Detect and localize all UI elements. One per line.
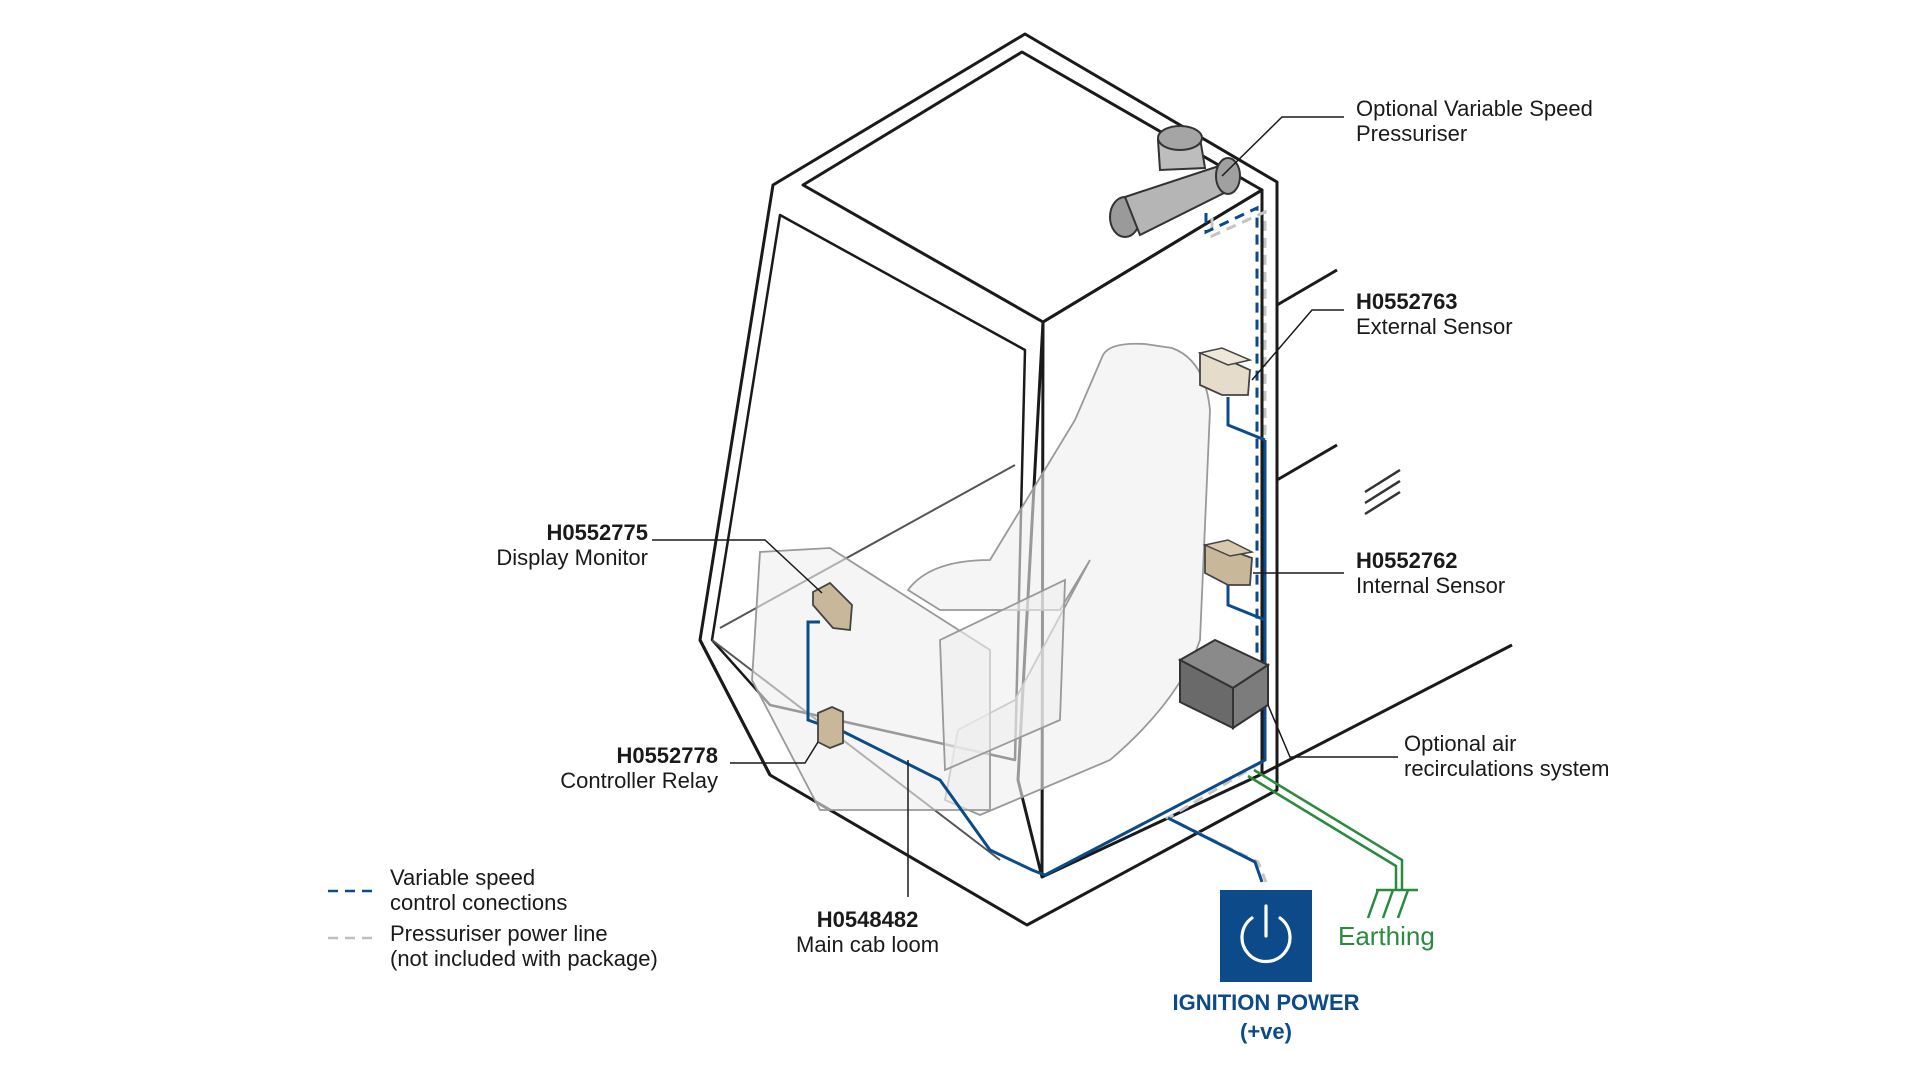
legend-power-line2: (not included with package) — [390, 946, 658, 971]
seat — [751, 342, 1211, 816]
controller-relay-box — [817, 706, 844, 749]
internal-sensor-code: H0552762 — [1356, 548, 1458, 573]
earthing-line — [1247, 768, 1418, 919]
internal-sensor-name: Internal Sensor — [1356, 573, 1506, 598]
ignition-power-box — [1220, 890, 1312, 982]
main-cab-loom-code: H0548482 — [816, 907, 919, 932]
ignition-line1: IGNITION POWER — [1172, 990, 1360, 1015]
label-internal-sensor: H0552762 Internal Sensor — [1356, 548, 1505, 598]
display-monitor-name: Display Monitor — [496, 545, 648, 570]
label-recirculation: Optional air recirculations system — [1404, 731, 1609, 781]
label-display-monitor: H0552775 Display Monitor — [496, 520, 648, 570]
ignition-line2: (+ve) — [1240, 1019, 1292, 1044]
power-icon — [1240, 904, 1292, 964]
main-cab-loom-wire — [806, 397, 1267, 883]
recirculation-box — [1177, 638, 1271, 730]
external-sensor-name: External Sensor — [1356, 314, 1513, 339]
variable-speed-line — [1204, 205, 1259, 700]
legend-item-power: Pressuriser power line (not included wit… — [390, 921, 658, 971]
legend-control-line1: Variable speed — [390, 865, 536, 890]
display-monitor-box — [812, 581, 853, 632]
pressuriser-power-line — [1164, 209, 1268, 883]
controller-relay-name: Controller Relay — [560, 768, 718, 793]
legend-power-line1: Pressuriser power line — [390, 921, 608, 946]
legend-item-control: Variable speed control conections — [390, 865, 567, 915]
label-earthing: Earthing — [1338, 921, 1435, 951]
controller-relay-code: H0552778 — [616, 743, 718, 768]
label-pressuriser: Optional Variable Speed Pressuriser — [1356, 96, 1593, 146]
recirculation-line2: recirculations system — [1404, 756, 1610, 781]
label-main-cab-loom: H0548482 Main cab loom — [796, 907, 939, 957]
external-sensor-box — [1197, 347, 1253, 396]
main-cab-loom-name: Main cab loom — [796, 932, 940, 957]
label-ignition-power: IGNITION POWER (+ve) — [1150, 988, 1382, 1046]
label-external-sensor: H0552763 External Sensor — [1356, 289, 1513, 339]
label-pressuriser-line2: Pressuriser — [1356, 121, 1468, 146]
legend-control-line2: control conections — [390, 890, 568, 915]
vent-marks — [1364, 468, 1401, 516]
label-controller-relay: H0552778 Controller Relay — [560, 743, 718, 793]
leader-lines — [652, 116, 1398, 897]
label-pressuriser-line1: Optional Variable Speed — [1356, 96, 1593, 121]
external-sensor-code: H0552763 — [1356, 289, 1458, 314]
pressuriser-unit — [1109, 125, 1241, 238]
recirculation-line1: Optional air — [1404, 731, 1517, 756]
legend-swatches — [328, 889, 378, 940]
internal-sensor-box — [1202, 539, 1255, 586]
display-monitor-code: H0552775 — [546, 520, 648, 545]
